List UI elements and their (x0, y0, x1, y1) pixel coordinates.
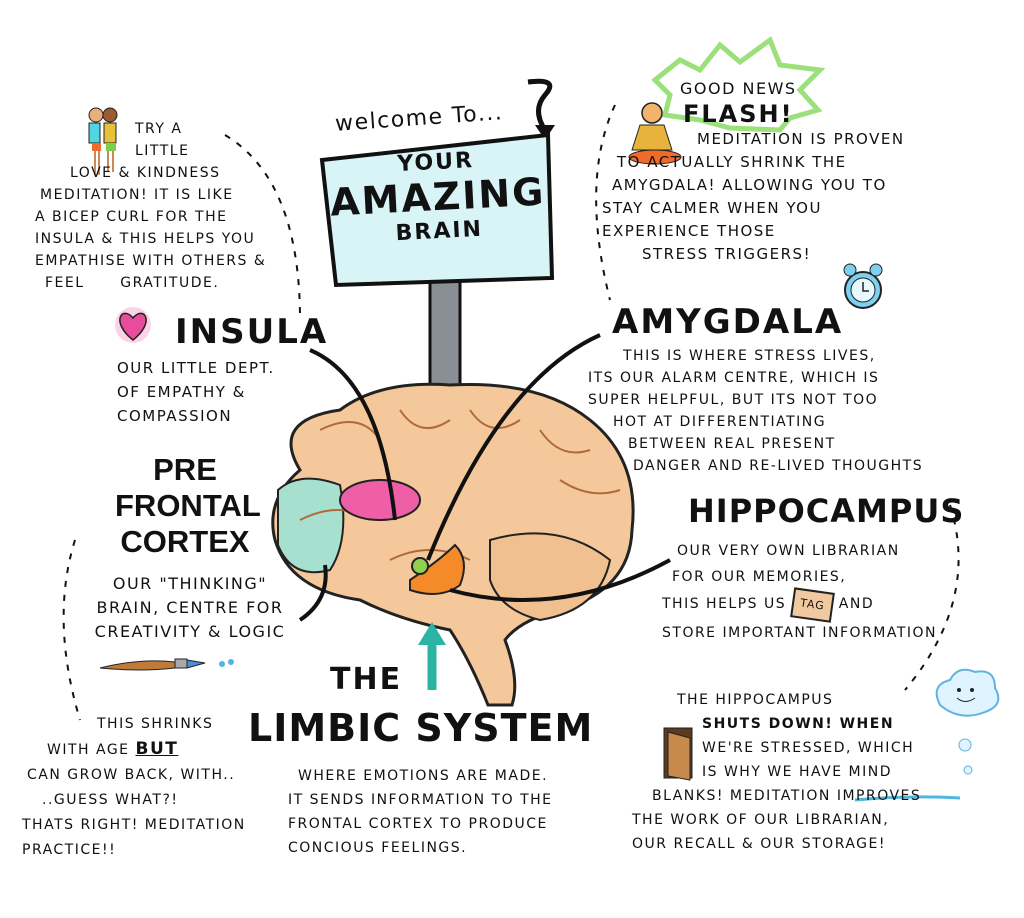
prefrontal-region (277, 477, 345, 574)
limbic-description: where emotions are made. It sends inform… (288, 764, 553, 860)
note-line: can grow back, with.. (27, 767, 236, 783)
desc-line: super helpful, but its not too (588, 392, 879, 408)
note-line: practice!! (22, 842, 117, 858)
amygdala-news-text: meditation is proven To actually shrink … (602, 128, 905, 266)
note-line: with age (47, 742, 130, 758)
desc-line: this helps us (662, 596, 787, 612)
amygdala-description: This is where stress lives, its our alar… (588, 345, 923, 477)
dashed-connector (904, 504, 960, 691)
dashed-connector (595, 104, 616, 301)
insula-description: our little dept. of empathy & compassion (117, 356, 275, 428)
news-text-line: amygdala! allowing you to (612, 176, 887, 194)
news-text-line: stress triggers! (642, 245, 812, 263)
amygdala-region (411, 557, 429, 575)
brain-illustration (271, 382, 635, 707)
desc-line: where emotions are made. (298, 768, 549, 784)
desc-line: brain, centre for (96, 598, 284, 617)
insula-heading: INSULA (175, 312, 329, 352)
desc-line: compassion (117, 407, 233, 425)
desc-line: This is where stress lives, (623, 348, 876, 364)
news-flash: Good news FLASH! (680, 78, 797, 128)
note-line: This shrinks (97, 716, 214, 732)
tip-line: empathise with others & (35, 253, 267, 269)
improves-underline (854, 795, 961, 802)
door-icon (663, 727, 693, 781)
desc-line: It sends information to the (288, 792, 553, 808)
news-text-line: experience those (602, 222, 776, 240)
desc-line: our "Thinking" (112, 574, 268, 593)
note-line: shuts down! when (702, 716, 895, 732)
insula-arrow (309, 348, 397, 521)
note-line: the work of our librarian, (632, 812, 890, 828)
desc-line: for our memories, (672, 569, 847, 585)
desc-line: hot at differentiating (613, 414, 827, 430)
prefrontal-note: This shrinks with age BUT can grow back,… (22, 712, 246, 863)
prefrontal-heading: PRE FRONTAL CORTEX (115, 452, 261, 560)
news-text-line: To actually shrink the (617, 153, 847, 171)
heading-line: CORTEX (120, 524, 250, 559)
note-line: our recall & our storage! (632, 836, 886, 852)
tip-line: insula & this helps you (35, 231, 256, 247)
desc-line: its our alarm centre, which is (588, 370, 880, 386)
hippocampus-arrow (449, 558, 671, 602)
desc-line: creativity & logic (94, 622, 286, 641)
amygdala-arrow (426, 333, 601, 561)
news-starburst (651, 36, 826, 133)
welcome-arrow (527, 78, 553, 132)
tip-line: Love & Kindness (70, 165, 221, 181)
limbic-the: THE (330, 662, 403, 697)
amygdala-heading: AMYGDALA (612, 302, 844, 342)
tip-line: Meditation! It is like (40, 187, 234, 203)
tip-line: Try a (135, 121, 183, 137)
heading-line: FRONTAL (115, 488, 261, 523)
heart-icon (119, 312, 147, 341)
tag-badge: TAG (790, 587, 835, 623)
desc-line: frontal cortex to produce (288, 816, 548, 832)
hippocampus-heading: HIPPOCAMPUS (688, 492, 965, 530)
sign-board (319, 132, 555, 288)
happy-cloud-icon (935, 668, 1000, 775)
news-line: Good news (680, 79, 797, 98)
news-line: FLASH! (682, 100, 794, 128)
note-line: blanks! meditation improves (652, 788, 922, 804)
desc-line: between real present (628, 436, 836, 452)
tip-line: a bicep curl for the (35, 209, 228, 225)
couple-hugging-icon (88, 107, 118, 175)
desc-and: and (838, 596, 875, 612)
desc-line: our very own librarian (677, 543, 900, 559)
desc-line: our little dept. (117, 359, 275, 377)
desc-line: concious feelings. (288, 840, 468, 856)
insula-tip: Try a Little Love & Kindness Meditation!… (35, 118, 266, 294)
brain-folds (299, 409, 621, 561)
desc-line: store important information (662, 625, 938, 641)
tip-line: feel gratitude. (45, 275, 220, 291)
tip-line: Little (135, 143, 190, 159)
limbic-heading: LIMBIC SYSTEM (248, 706, 594, 750)
hippocampus-region (409, 543, 465, 595)
desc-line: of empathy & (117, 383, 246, 401)
note-line: we're stressed, which (702, 740, 915, 756)
note-but: BUT (135, 739, 179, 759)
welcome-arrow-head (535, 125, 555, 140)
news-text-line: meditation is proven (697, 130, 905, 148)
note-line: is why we have mind (702, 764, 893, 780)
limbic-arrow-head (418, 622, 446, 645)
sign-text: YOUR AMAZING BRAIN (328, 144, 548, 249)
hippocampus-description: our very own librarian for our memories,… (662, 538, 937, 646)
alarm-clock-icon (843, 263, 883, 309)
meditating-person-icon (628, 102, 682, 165)
paintbrush-icon (99, 658, 234, 671)
news-text-line: stay calmer when you (602, 199, 822, 217)
prefrontal-description: our "Thinking" brain, centre for creativ… (85, 572, 295, 644)
note-line: Thats right! meditation (22, 817, 246, 833)
note-line: The Hippocampus (677, 692, 834, 708)
dashed-connector (62, 539, 81, 721)
heading-line: PRE (153, 452, 217, 487)
desc-line: danger and re-lived thoughts (633, 458, 924, 474)
note-line: ..guess what?! (42, 792, 179, 808)
insula-region (339, 479, 421, 521)
hippocampus-note: The Hippocampus shuts down! when we're s… (632, 688, 921, 856)
prefrontal-arrow (298, 564, 328, 622)
